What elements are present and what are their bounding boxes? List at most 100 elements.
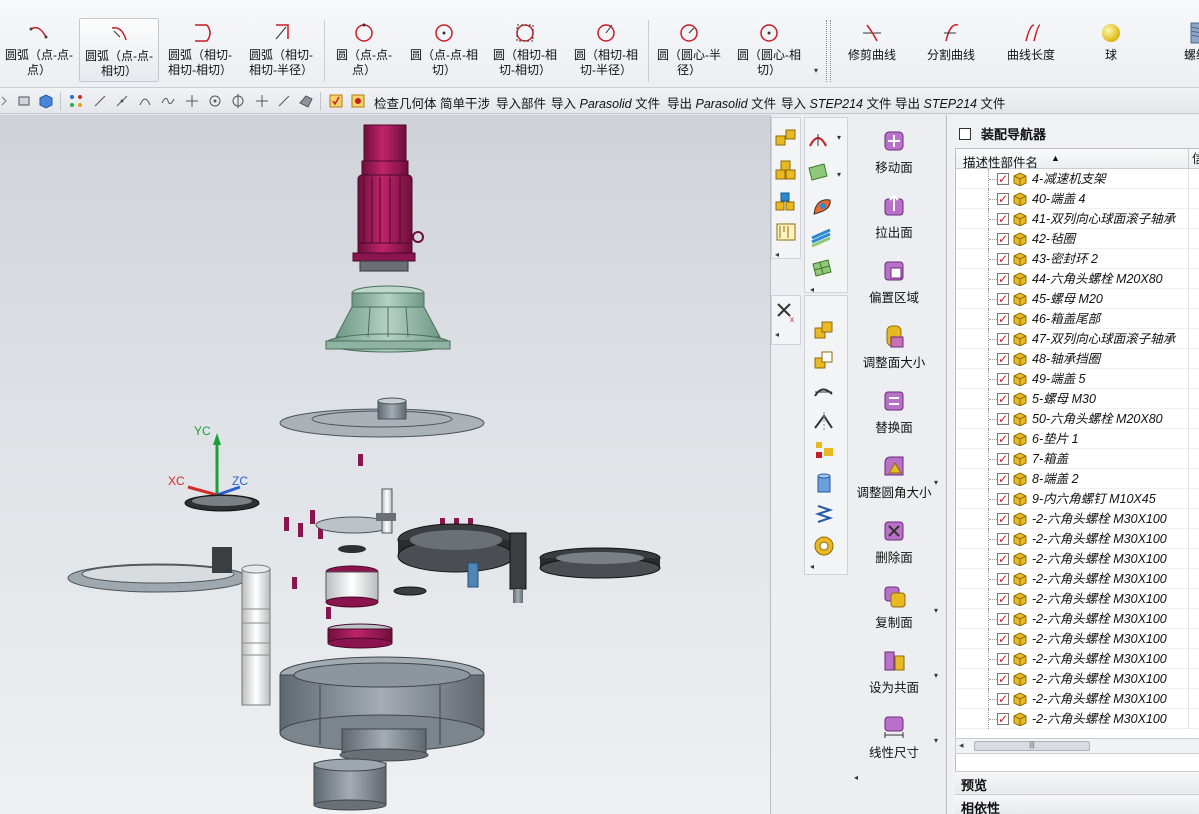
intersection-icon[interactable] xyxy=(184,93,200,109)
plus-icon[interactable] xyxy=(254,93,270,109)
box-view-icon[interactable] xyxy=(16,93,32,109)
navigator-row[interactable]: -2-六角头螺栓 M30X100 xyxy=(956,669,1199,689)
motor-part[interactable] xyxy=(352,124,424,272)
resize-face-button[interactable]: 调整面大小 xyxy=(848,323,940,371)
visibility-checkbox[interactable] xyxy=(997,549,1009,569)
make-coplanar-button[interactable]: 设为共面 xyxy=(848,648,940,696)
ribbon-more-dropdown[interactable]: ▾ xyxy=(814,66,819,75)
visibility-checkbox[interactable] xyxy=(997,709,1009,729)
visibility-checkbox[interactable] xyxy=(997,469,1009,489)
navigator-row[interactable]: 41-双列向心球面滚子轴承 xyxy=(956,209,1199,229)
navigator-row[interactable]: 5-螺母 M30 xyxy=(956,389,1199,409)
palette-dropdown-arrow[interactable]: ▾ xyxy=(837,133,842,142)
navigator-row[interactable]: 7-箱盖 xyxy=(956,449,1199,469)
visibility-checkbox[interactable] xyxy=(997,529,1009,549)
copy-face-button[interactable]: 复制面 xyxy=(848,583,940,631)
visibility-checkbox[interactable] xyxy=(997,689,1009,709)
navigator-row[interactable]: -2-六角头螺栓 M30X100 xyxy=(956,649,1199,669)
circle-point-point-point-button[interactable]: 圆（点-点- 点） xyxy=(326,18,402,82)
linear-dimension-dropdown[interactable]: ▾ xyxy=(934,736,939,745)
circle-point-point-tangent-button[interactable]: 圆（点-点-相 切） xyxy=(404,18,484,82)
arc-point-point-tangent-button[interactable]: 圆弧（点-点- 相切） xyxy=(79,18,159,82)
visibility-checkbox[interactable] xyxy=(997,349,1009,369)
visibility-checkbox[interactable] xyxy=(997,449,1009,469)
navigator-row[interactable]: -2-六角头螺栓 M30X100 xyxy=(956,609,1199,629)
export-step-link[interactable]: 导出 STEP214 文件 xyxy=(895,93,1006,112)
bolt-part[interactable] xyxy=(358,454,363,466)
visibility-checkbox[interactable] xyxy=(997,629,1009,649)
visibility-checkbox[interactable] xyxy=(997,209,1009,229)
navigator-row[interactable]: -2-六角头螺栓 M30X100 xyxy=(956,529,1199,549)
navigator-row[interactable]: 46-箱盖尾部 xyxy=(956,309,1199,329)
column-header-part-name[interactable]: 描述性部件名 xyxy=(963,156,1039,170)
small-gear-part[interactable] xyxy=(184,494,260,512)
import-step-link[interactable]: 导入 STEP214 文件 xyxy=(781,93,892,112)
navigator-row[interactable]: -2-六角头螺栓 M30X100 xyxy=(956,569,1199,589)
slash-icon[interactable] xyxy=(276,93,292,109)
snap-points-icon[interactable] xyxy=(68,93,84,109)
visibility-checkbox[interactable] xyxy=(997,409,1009,429)
dependency-section[interactable]: 相依性 xyxy=(955,794,1199,814)
navigator-row[interactable]: 8-端盖 2 xyxy=(956,469,1199,489)
circle-tangent-tangent-tangent-button[interactable]: 圆（相切-相 切-相切） xyxy=(485,18,565,82)
solid-cube-icon[interactable] xyxy=(38,93,54,109)
curve-icon[interactable] xyxy=(137,93,153,109)
gearbox-housing-part[interactable] xyxy=(279,656,485,811)
preview-section[interactable]: 预览 xyxy=(955,771,1199,793)
component-cubes-icon[interactable] xyxy=(774,158,798,182)
ruler-icon[interactable] xyxy=(774,220,798,244)
check-geometry-link[interactable]: 检查几何体 xyxy=(374,97,437,111)
visibility-checkbox[interactable] xyxy=(997,229,1009,249)
navigator-row[interactable]: 4-减速机支架 xyxy=(956,169,1199,189)
scroll-left-icon[interactable]: ◂ xyxy=(959,740,964,750)
navigator-row[interactable]: 49-端盖 5 xyxy=(956,369,1199,389)
mirror-icon[interactable] xyxy=(812,410,836,434)
navigator-row[interactable]: -2-六角头螺栓 M30X100 xyxy=(956,509,1199,529)
palette-expand-arrow[interactable]: ◂ xyxy=(775,330,780,339)
visibility-checkbox[interactable] xyxy=(997,189,1009,209)
thread-button[interactable]: 螺纹 xyxy=(1176,18,1199,82)
make-coplanar-dropdown[interactable]: ▾ xyxy=(934,671,939,680)
navigator-horizontal-scrollbar[interactable]: ◂ ||| xyxy=(955,738,1199,754)
visibility-checkbox[interactable] xyxy=(997,429,1009,449)
navigator-row[interactable]: -2-六角头螺栓 M30X100 xyxy=(956,629,1199,649)
visibility-checkbox[interactable] xyxy=(997,249,1009,269)
palette-expand-arrow[interactable]: ◂ xyxy=(854,773,859,782)
visibility-checkbox[interactable] xyxy=(997,569,1009,589)
arc-point-point-point-button[interactable]: 圆弧（点-点- 点） xyxy=(0,18,78,82)
visibility-checkbox[interactable] xyxy=(997,489,1009,509)
simple-interference-link[interactable]: 简单干涉 xyxy=(440,97,491,111)
export-parasolid-link[interactable]: 导出 Parasolid 文件 xyxy=(667,93,776,112)
visibility-checkbox[interactable] xyxy=(997,289,1009,309)
resize-blend-button[interactable]: 调整圆角大小 xyxy=(848,453,940,501)
sheet-icon[interactable] xyxy=(806,160,830,184)
visibility-checkbox[interactable] xyxy=(997,669,1009,689)
central-shaft-part[interactable] xyxy=(315,488,427,608)
graphics-viewport[interactable]: YC XC ZC xyxy=(0,115,770,814)
visibility-checkbox[interactable] xyxy=(997,269,1009,289)
visibility-checkbox[interactable] xyxy=(997,309,1009,329)
cylinder-icon[interactable] xyxy=(812,472,836,496)
explode-icon[interactable] xyxy=(812,440,836,464)
visibility-checkbox[interactable] xyxy=(997,649,1009,669)
navigator-row[interactable]: 50-六角头螺栓 M20X80 xyxy=(956,409,1199,429)
feature-fan-icon[interactable] xyxy=(806,126,830,150)
trim-curve-button[interactable]: 修剪曲线 xyxy=(834,18,910,82)
navigator-row[interactable]: 42-毡圈 xyxy=(956,229,1199,249)
visibility-checkbox[interactable] xyxy=(997,609,1009,629)
move-face-button[interactable]: 移动面 xyxy=(848,128,940,176)
navigator-row[interactable]: 48-轴承挡圈 xyxy=(956,349,1199,369)
pull-face-button[interactable]: 拉出面 xyxy=(848,193,940,241)
import-parasolid-link[interactable]: 导入 Parasolid 文件 xyxy=(551,93,660,112)
circle-point-icon[interactable] xyxy=(207,93,223,109)
navigator-row[interactable]: 44-六角头螺栓 M20X80 xyxy=(956,269,1199,289)
navigator-pin-checkbox[interactable] xyxy=(959,128,971,140)
navigator-row[interactable]: 9-内六角螺钉 M10X45 xyxy=(956,489,1199,509)
pattern-cubes-icon[interactable] xyxy=(774,190,798,214)
circle-center-tangent-button[interactable]: 圆（圆心-相 切） xyxy=(729,18,809,82)
delete-face-button[interactable]: 删除面 xyxy=(848,518,940,566)
visibility-checkbox[interactable] xyxy=(997,389,1009,409)
scroll-thumb[interactable]: ||| xyxy=(974,741,1090,751)
sort-ascending-icon[interactable]: ▲ xyxy=(1051,153,1060,163)
navigator-row[interactable]: -2-六角头螺栓 M30X100 xyxy=(956,549,1199,569)
